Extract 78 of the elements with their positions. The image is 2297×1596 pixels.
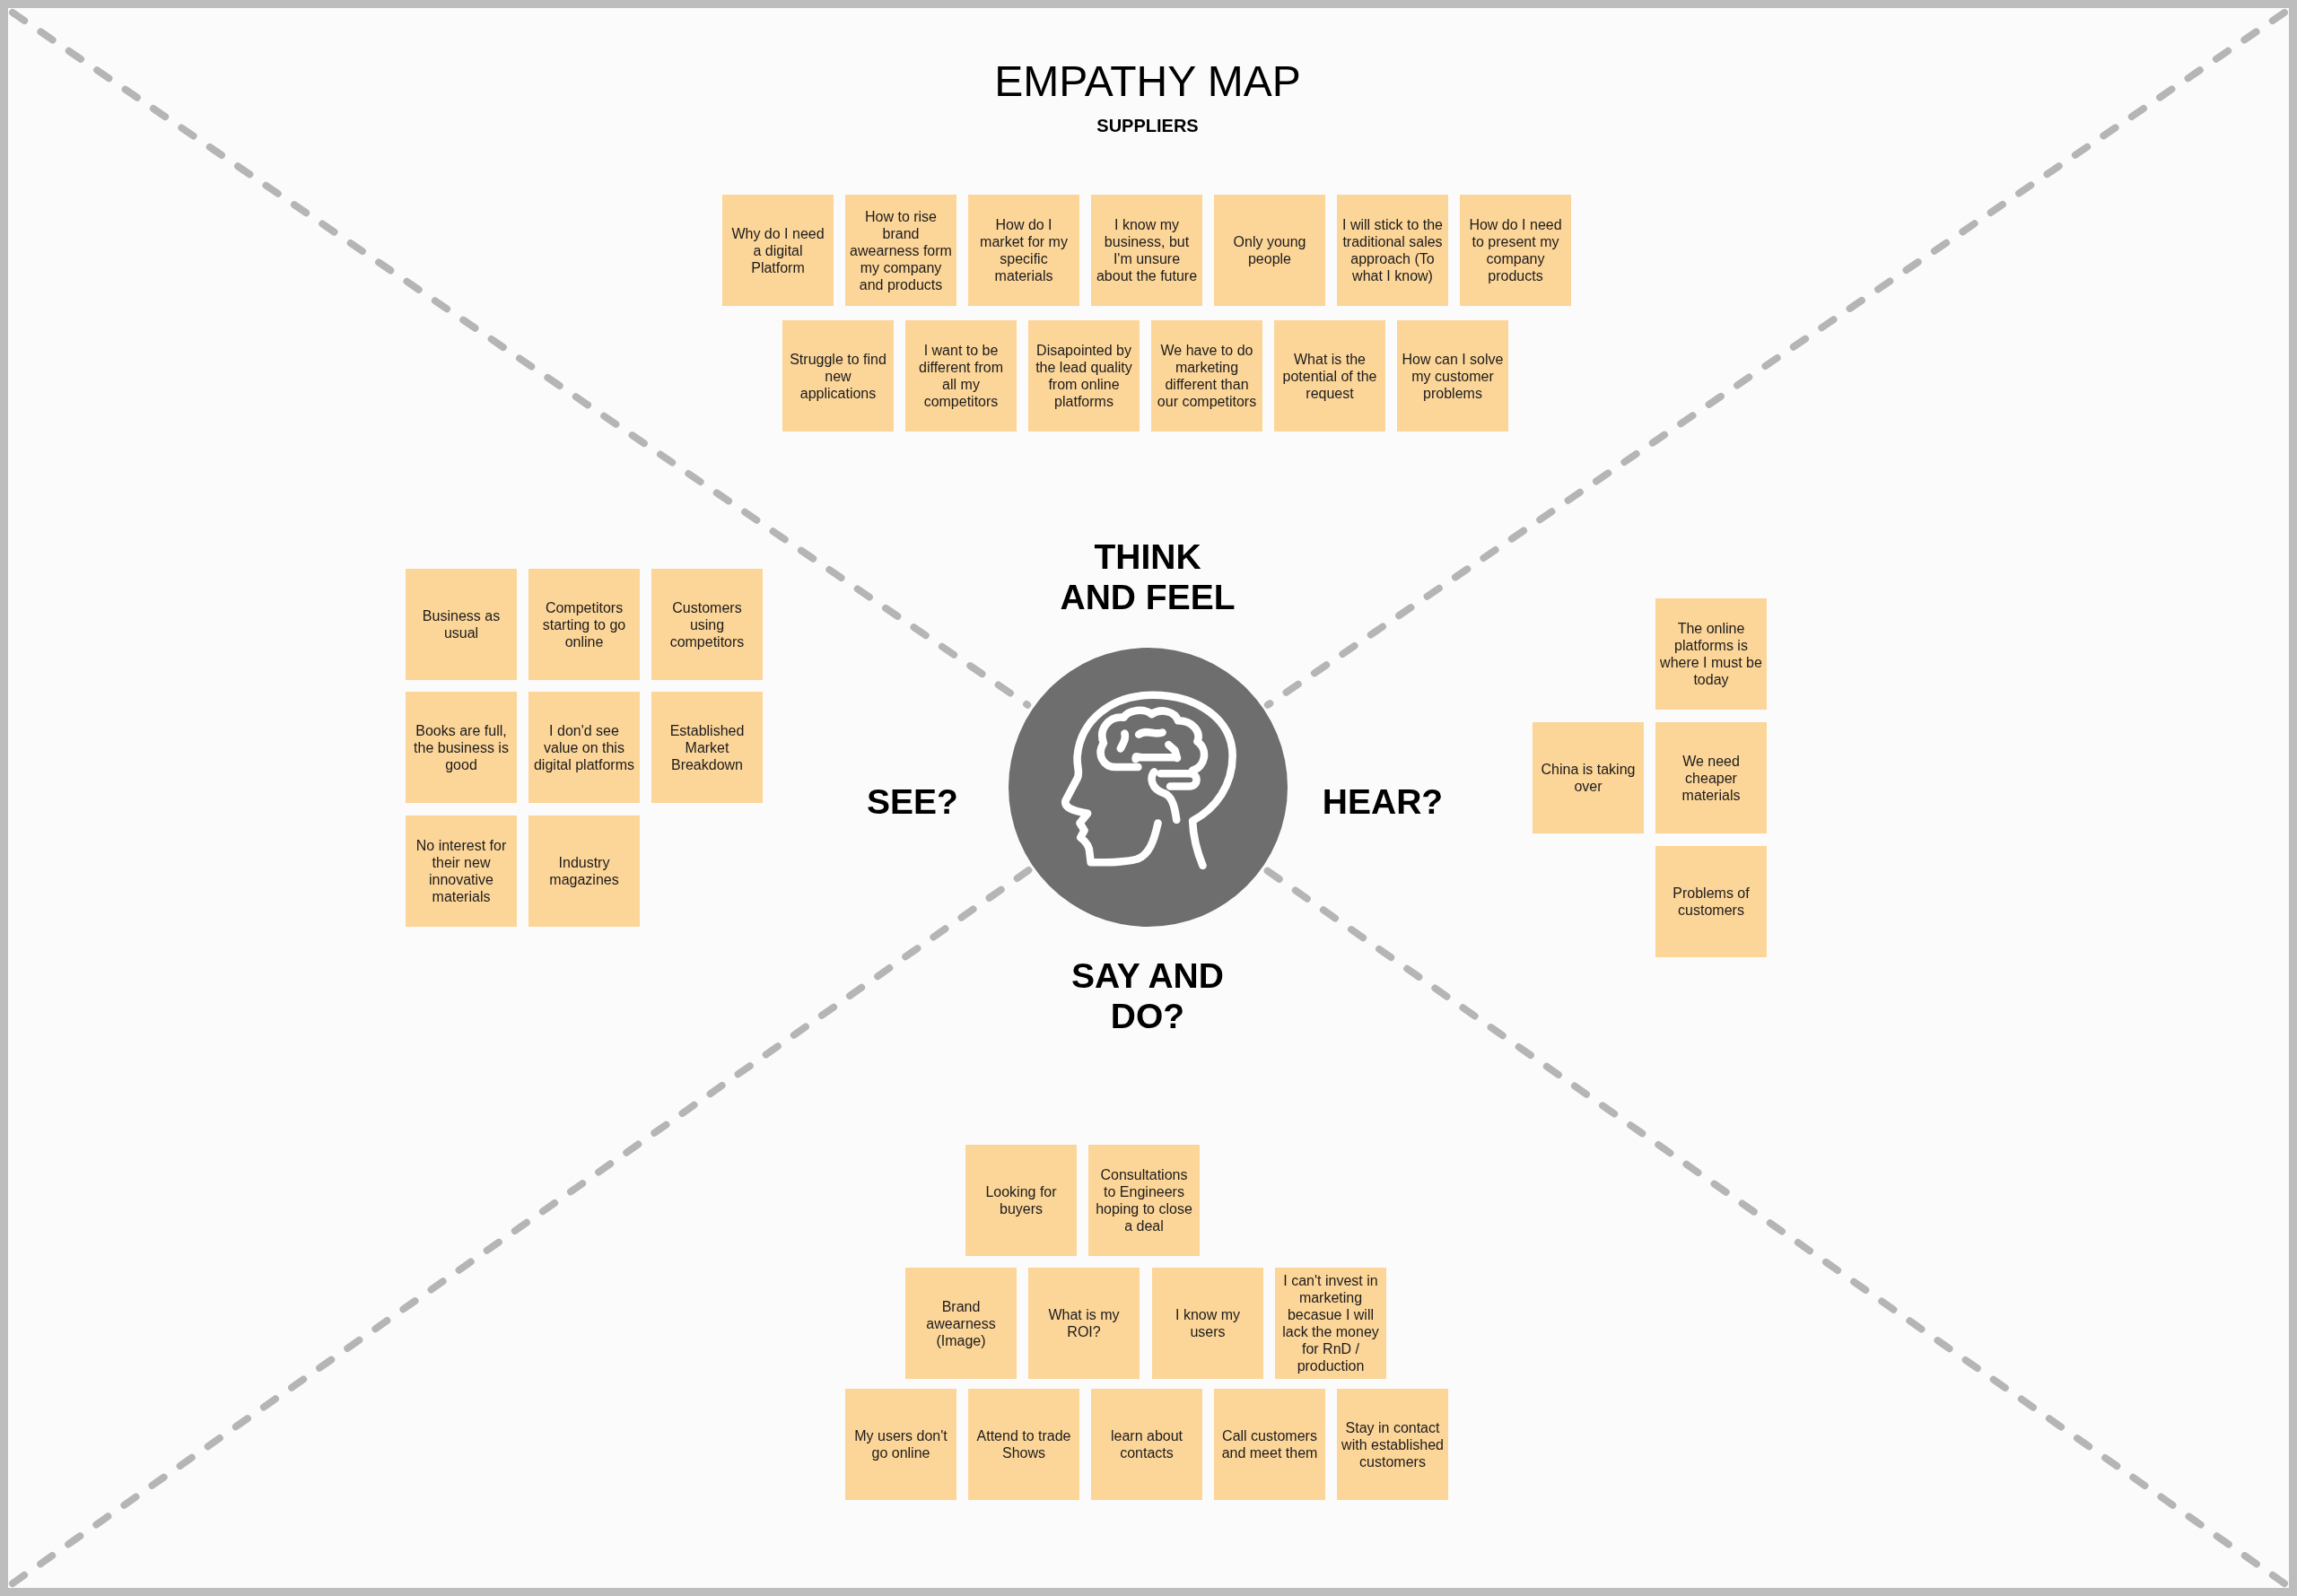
note-text: I want to be different from all my competitors (918, 342, 1004, 410)
sticky-note (1151, 320, 1262, 432)
sticky-note (1274, 320, 1385, 432)
sticky-note (406, 692, 517, 803)
quadrant-heading: SAY AND DO? (1070, 955, 1225, 1036)
note-text: Established Market Breakdown (668, 721, 746, 773)
note-text: What is the potential of the request (1281, 350, 1378, 402)
sticky-note (528, 815, 640, 927)
note-text: Problems of customers (1672, 885, 1751, 919)
sticky-note (1337, 1389, 1448, 1500)
sticky-note (406, 815, 517, 927)
note-text: Disapointed by the lead quality from online platforms (1035, 342, 1133, 410)
note-text: How do I market for my specific materials (979, 216, 1069, 284)
sticky-note (905, 320, 1017, 432)
note-text: My users don't go online (853, 1427, 948, 1461)
note-text: I know my users (1175, 1306, 1241, 1340)
note-text: Only young people (1232, 233, 1307, 267)
quadrant-heading: SEE? (866, 781, 959, 822)
note-text: China is taking over (1540, 761, 1637, 795)
sticky-note (528, 692, 640, 803)
sticky-note (1091, 1389, 1202, 1500)
note-text: Industry magazines (548, 854, 620, 888)
sticky-note (1088, 1145, 1200, 1256)
note-text: The online platforms is where I must be today (1660, 620, 1762, 688)
note-text: Consultations to Engineers hoping to close a deal (1095, 1166, 1193, 1234)
sticky-note (1275, 1268, 1386, 1379)
sticky-note (1091, 195, 1202, 306)
note-text: No interest for their new innovative materials (415, 837, 508, 905)
note-text: We have to do marketing different than our competitors (1156, 342, 1258, 410)
sticky-note (1655, 722, 1767, 833)
sticky-note (1655, 598, 1767, 710)
sticky-note (1028, 1268, 1140, 1379)
sticky-note (845, 195, 956, 306)
sticky-note (1337, 195, 1448, 306)
note-text: I can't invest in marketing becasue I will lack the money for RnD / production (1281, 1272, 1380, 1374)
note-text: How to rise brand awearness form my company and products (850, 207, 952, 293)
note-text: Business as usual (421, 607, 502, 641)
note-text: Why do I need a digital Platform (730, 224, 825, 276)
note-text: I know my business, but I'm unsure about the future (1096, 216, 1198, 284)
sticky-note (1460, 195, 1571, 306)
note-text: How can I solve my customer problems (1402, 350, 1504, 402)
note-text: learn about contacts (1109, 1427, 1184, 1461)
sticky-note (1214, 195, 1325, 306)
sticky-note (651, 569, 763, 680)
note-text: Brand awearness (Image) (925, 1297, 997, 1349)
sticky-note (406, 569, 517, 680)
note-text: What is my ROI? (1047, 1306, 1121, 1340)
sticky-note (651, 692, 763, 803)
sticky-note (905, 1268, 1017, 1379)
subtitle: SUPPLIERS (1096, 115, 1200, 136)
note-text: Books are full, the business is good (413, 721, 510, 773)
note-text: Struggle to find new applications (789, 350, 887, 402)
sticky-note (1214, 1389, 1325, 1500)
sticky-note (722, 195, 834, 306)
sticky-note (965, 1145, 1077, 1256)
note-text: We need cheaper materials (1681, 752, 1742, 804)
note-text: How do I need to present my company products (1468, 216, 1563, 284)
quadrant-heading: THINK AND FEEL (1059, 536, 1236, 617)
sticky-note (1533, 722, 1644, 833)
sticky-note (528, 569, 640, 680)
note-text: I don'd see value on this digital platforms (533, 721, 635, 773)
note-text: Customers using competitors (668, 598, 746, 650)
sticky-note (968, 195, 1079, 306)
note-text: I will stick to the traditional sales approach (To what I know) (1341, 216, 1444, 284)
sticky-note (1152, 1268, 1263, 1379)
sticky-note (1397, 320, 1508, 432)
sticky-note (782, 320, 894, 432)
sticky-note (1028, 320, 1140, 432)
note-text: Stay in contact with established customers (1341, 1418, 1444, 1470)
note-text: Competitors starting to go online (541, 598, 627, 650)
note-text: Looking for buyers (984, 1183, 1058, 1217)
note-text: Attend to trade Shows (975, 1427, 1072, 1461)
note-text: Call customers and meet them (1220, 1427, 1319, 1461)
sticky-note (845, 1389, 956, 1500)
sticky-note (968, 1389, 1079, 1500)
sticky-note (1655, 846, 1767, 957)
diagram-title: EMPATHY MAP (993, 57, 1302, 107)
quadrant-heading: HEAR? (1321, 781, 1445, 822)
